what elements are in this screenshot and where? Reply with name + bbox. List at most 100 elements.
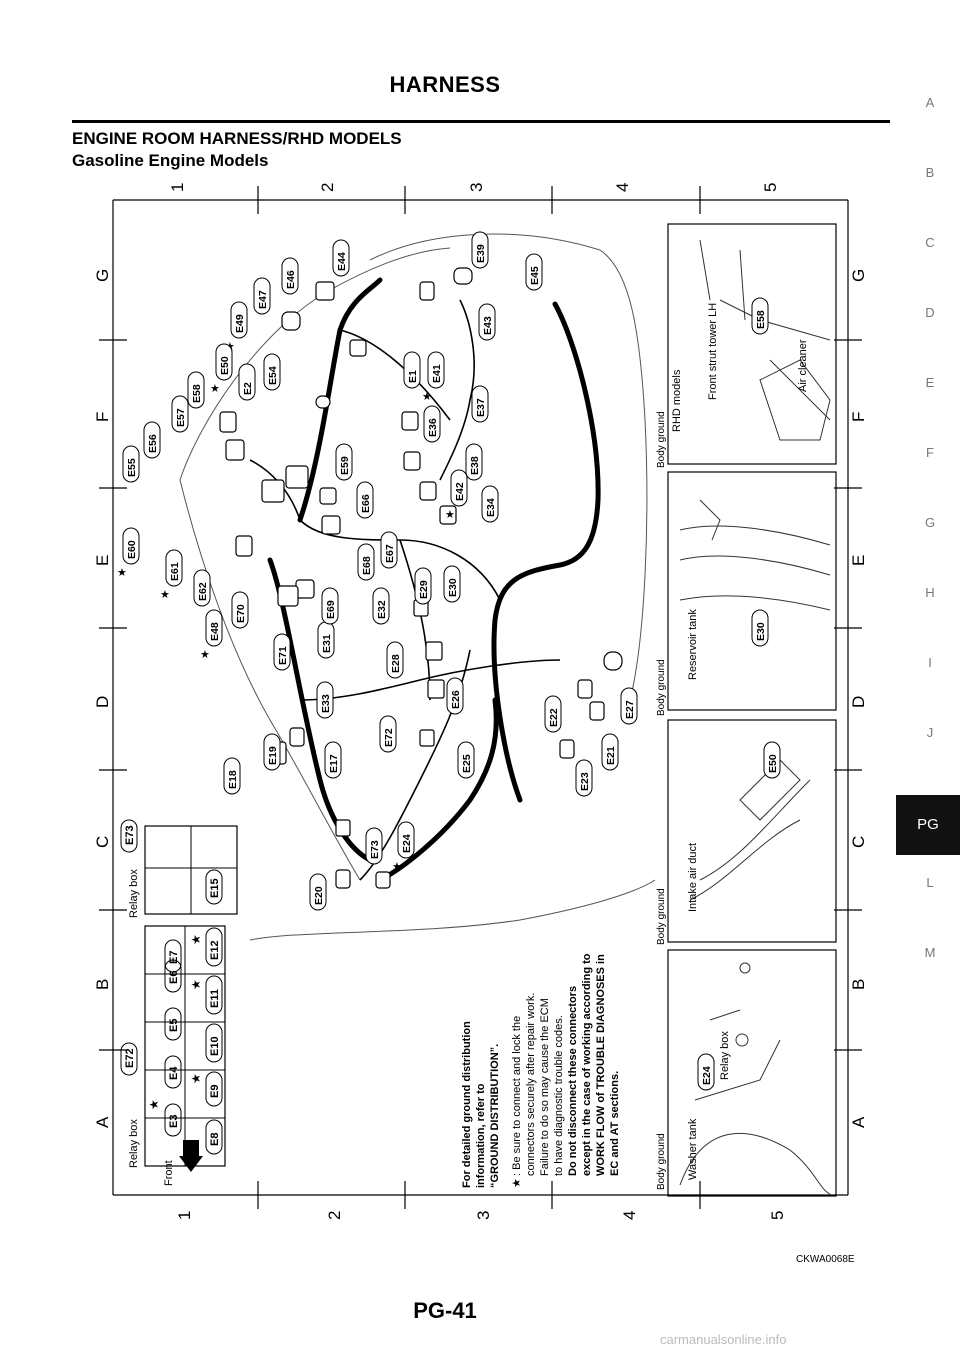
index-tab-d[interactable]: D bbox=[925, 305, 935, 320]
grid-row-labels-left: A B C D E F G bbox=[93, 269, 112, 1128]
index-tab-pg-active[interactable]: PG bbox=[896, 795, 960, 855]
connector-callout: E33 bbox=[316, 681, 334, 719]
connector-label: E17 bbox=[328, 754, 340, 773]
note-warning-line: EC and AT sections. bbox=[609, 1071, 621, 1176]
connector-callout: E15 bbox=[205, 869, 223, 905]
note-ground-line: information, refer to bbox=[475, 1083, 487, 1188]
col-label: 4 bbox=[613, 183, 632, 192]
connector-pill bbox=[193, 569, 211, 607]
connector-callout: E48★ bbox=[200, 609, 223, 661]
inset-label: RHD models bbox=[671, 369, 683, 432]
index-tab-a[interactable]: A bbox=[925, 95, 935, 110]
col-label: 4 bbox=[620, 1211, 639, 1220]
connector-callout: E59 bbox=[335, 443, 353, 481]
row-label: B bbox=[849, 979, 868, 990]
connector-label: E29 bbox=[418, 580, 430, 599]
connector-label: E47 bbox=[257, 290, 269, 309]
connector-callout: E73 bbox=[120, 819, 138, 853]
connector-callout: E10 bbox=[205, 1023, 223, 1063]
connector-callout: E3 bbox=[164, 1103, 182, 1137]
connector-label: E58 bbox=[755, 310, 767, 329]
note-star-line: to have diagnostic trouble codes. bbox=[553, 1015, 565, 1176]
connector-label: E48 bbox=[209, 622, 221, 641]
connector-callout: E27 bbox=[620, 687, 638, 725]
star-icon: ★ bbox=[117, 567, 127, 579]
connector-callout: E44 bbox=[332, 239, 350, 277]
inset-connector-callout: E58 bbox=[751, 297, 769, 335]
inset-caption: Body ground bbox=[656, 1133, 667, 1190]
front-arrow: Front bbox=[163, 1140, 203, 1186]
index-tab-c[interactable]: C bbox=[925, 235, 935, 250]
connector-callout: E29 bbox=[414, 567, 432, 605]
connector-pill bbox=[427, 351, 445, 389]
row-label: F bbox=[849, 412, 868, 422]
svg-text:E10: E10 bbox=[209, 1036, 221, 1056]
index-tab-e[interactable]: E bbox=[925, 375, 935, 390]
connector-callout: E22 bbox=[544, 695, 562, 733]
svg-text:E8: E8 bbox=[209, 1133, 221, 1146]
connector-callout: E28 bbox=[386, 641, 404, 679]
connector-pill bbox=[446, 677, 464, 715]
front-label: Front bbox=[163, 1160, 175, 1186]
index-tab-b[interactable]: B bbox=[925, 165, 935, 180]
connector-pill bbox=[379, 715, 397, 753]
svg-text:E73: E73 bbox=[124, 825, 136, 845]
connector-label: E49 bbox=[234, 314, 246, 333]
connector-callout: E30 bbox=[443, 565, 461, 603]
connector-callout: E67 bbox=[380, 531, 398, 569]
row-label: D bbox=[93, 696, 112, 708]
index-tab-l[interactable]: L bbox=[926, 875, 934, 890]
connector-label: E21 bbox=[605, 746, 617, 765]
connector-callout: E12 bbox=[205, 927, 223, 967]
connector-label: E59 bbox=[339, 456, 351, 475]
svg-text:E9: E9 bbox=[209, 1085, 221, 1098]
connector-label: E55 bbox=[126, 458, 138, 477]
connector-label: E19 bbox=[267, 746, 279, 765]
connector-label: E41 bbox=[431, 364, 443, 383]
col-label: 5 bbox=[761, 183, 780, 192]
relay-box-e73: Relay box bbox=[128, 825, 238, 918]
connector-label: E30 bbox=[447, 578, 459, 597]
connector-callout: E50★ bbox=[210, 343, 233, 395]
connector-callout: E6 bbox=[164, 959, 182, 993]
connector-callout: E19 bbox=[263, 733, 281, 771]
connector-pill bbox=[165, 549, 183, 587]
connector-pill bbox=[171, 395, 189, 433]
star-icon: ★ bbox=[422, 391, 432, 403]
connector-callout: E8 bbox=[205, 1119, 223, 1155]
grid-row-labels-right: A B C D E F G bbox=[849, 269, 868, 1128]
connector-label: E27 bbox=[624, 700, 636, 719]
index-tab-i[interactable]: I bbox=[928, 655, 932, 670]
grid-row-ticks bbox=[99, 339, 862, 1051]
connector-callout: E31 bbox=[317, 621, 335, 659]
connector-callout: E43 bbox=[478, 303, 496, 341]
index-tab-m[interactable]: M bbox=[924, 945, 936, 960]
inset-connector-callout: E24 bbox=[697, 1053, 715, 1091]
connector-pill bbox=[403, 351, 421, 389]
connector-pill bbox=[205, 609, 223, 647]
note-warning-line: WORK FLOW of TROUBLE DIAGNOSES in bbox=[595, 954, 607, 1176]
inset-caption: Body ground bbox=[656, 411, 667, 468]
grid-col-labels-top: 1 2 3 4 5 bbox=[168, 183, 780, 192]
svg-text:E72: E72 bbox=[124, 1048, 136, 1068]
page-number: PG-41 bbox=[413, 1298, 477, 1323]
connector-label: E50 bbox=[767, 754, 779, 773]
connector-label: E50 bbox=[219, 356, 231, 375]
connector-callout: E20 bbox=[309, 873, 327, 911]
index-tab-g[interactable]: G bbox=[924, 515, 936, 530]
star-icon: ★ bbox=[189, 1073, 203, 1084]
connector-pill bbox=[143, 421, 161, 459]
row-label: E bbox=[93, 555, 112, 566]
index-tab-h[interactable]: H bbox=[925, 585, 935, 600]
connector-pill bbox=[263, 733, 281, 771]
col-label: 3 bbox=[474, 1211, 493, 1220]
connector-callout: E34 bbox=[481, 485, 499, 523]
connector-callout: E18 bbox=[223, 757, 241, 795]
connector-label: E69 bbox=[325, 600, 337, 619]
index-tab-f[interactable]: F bbox=[926, 445, 934, 460]
connector-callout: E62 bbox=[193, 569, 211, 607]
index-tab-j[interactable]: J bbox=[926, 725, 934, 740]
connector-callout: E36 bbox=[423, 405, 441, 443]
section-subtitle: Gasoline Engine Models bbox=[72, 151, 269, 170]
inset-label: Intake air duct bbox=[687, 843, 699, 912]
